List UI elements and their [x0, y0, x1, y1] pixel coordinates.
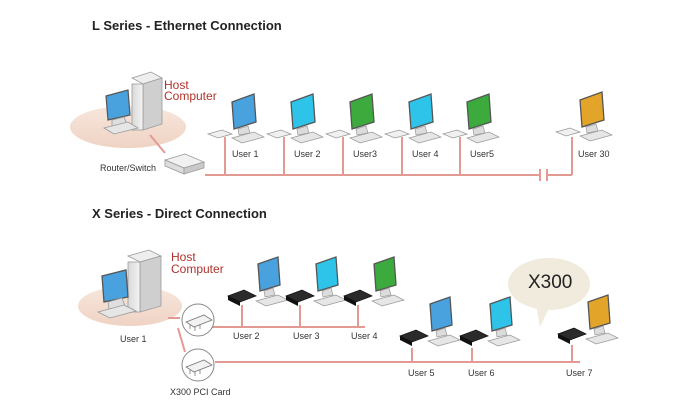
x-user-label: User 4 — [351, 331, 378, 341]
router-label: Router/Switch — [100, 163, 157, 173]
workstation-x-user-2 — [227, 256, 289, 307]
pci-card-icon — [181, 348, 215, 382]
l-series-title: L Series - Ethernet Connection — [92, 18, 282, 33]
workstation-x-user-5 — [399, 296, 461, 347]
l-user-label: User3 — [353, 149, 378, 159]
workstation-x-user-7 — [557, 294, 619, 345]
computer-tower-icon — [126, 249, 163, 313]
workstation-l-user-3 — [324, 93, 383, 144]
host-monitor-l — [102, 89, 140, 135]
workstation-x-user-3 — [285, 256, 347, 307]
x300-bubble-label: X300 — [528, 272, 573, 293]
x-user-label: User 6 — [468, 368, 495, 378]
x-user-label: User 5 — [408, 368, 435, 378]
computer-tower-icon — [130, 71, 164, 131]
x-cables — [168, 305, 580, 363]
x-user-label: User 3 — [293, 331, 320, 341]
x-host-user-label: User 1 — [120, 334, 147, 344]
x-host-label-line2: Computer — [171, 262, 224, 276]
l-user-label: User5 — [470, 149, 495, 159]
l-user-label: User 4 — [412, 149, 439, 159]
l-user-label: User 2 — [294, 149, 321, 159]
l-host-label-line1: Host — [164, 78, 189, 92]
workstation-l-user-30 — [554, 91, 613, 142]
workstation-l-user-4 — [383, 93, 442, 144]
l-user-label: User 1 — [232, 149, 259, 159]
speech-bubble-icon — [508, 258, 590, 327]
pci-card-label: X300 PCI Card — [170, 387, 231, 397]
router-icon — [163, 153, 206, 175]
x-host-label-line1: Host — [171, 250, 196, 264]
x-series-title: X Series - Direct Connection — [92, 206, 267, 221]
workstation-l-user-5 — [441, 93, 500, 144]
l-host-label-line2: Computer — [164, 89, 217, 103]
l-user-label: User 30 — [578, 149, 610, 159]
workstation-x-user-6 — [459, 296, 521, 347]
x-user-label: User 2 — [233, 331, 260, 341]
l-cables — [149, 134, 573, 181]
host-monitor-x — [96, 269, 138, 319]
workstation-l-user-2 — [265, 93, 324, 144]
workstation-l-user-1 — [206, 93, 265, 144]
workstation-x-user-4 — [343, 256, 405, 307]
x-user-label: User 7 — [566, 368, 593, 378]
pci-card-icon — [181, 303, 215, 337]
